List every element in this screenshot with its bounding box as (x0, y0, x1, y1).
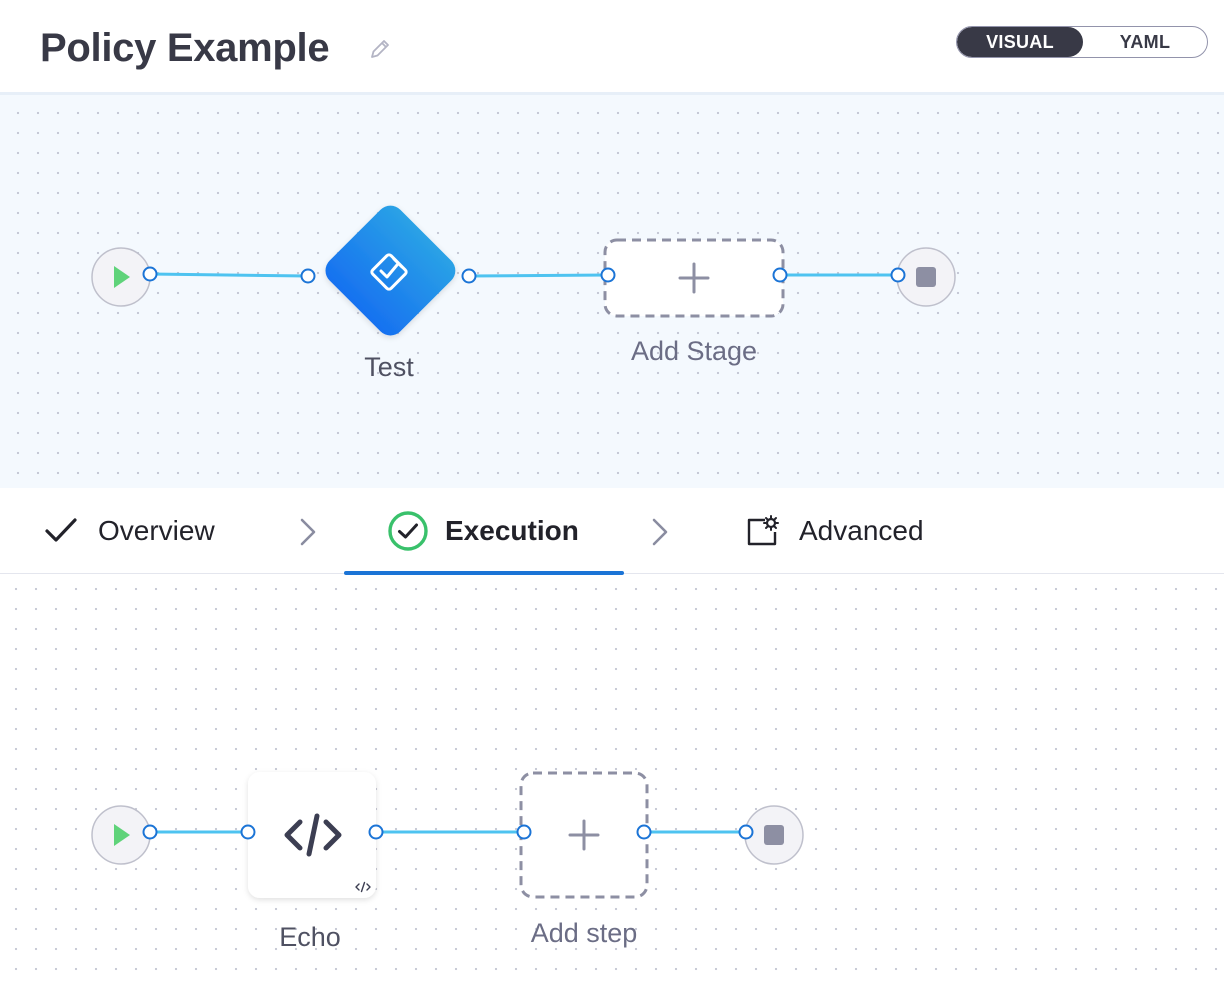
pipeline-canvas[interactable] (0, 92, 1224, 488)
check-icon (45, 518, 77, 542)
echo-step-label: Echo (279, 922, 341, 952)
tab-advanced[interactable]: Advanced (745, 488, 924, 574)
add-stage-label: Add Stage (630, 336, 758, 366)
advanced-settings-icon (747, 515, 779, 546)
yaml-toggle-option[interactable]: YAML (1119, 31, 1171, 52)
visual-toggle-option[interactable]: VISUAL (957, 27, 1083, 57)
view-mode-toggle[interactable]: VISUAL YAML (956, 26, 1208, 58)
page-header: Policy Example VISUAL YAML (0, 0, 1224, 92)
stage-tabs (0, 488, 1224, 574)
tab-advanced-label: Advanced (799, 515, 924, 546)
chevron-right-icon (652, 518, 668, 546)
tab-execution[interactable]: Execution (387, 488, 579, 574)
chevron-right-icon (300, 518, 316, 546)
add-step-label: Add step (530, 918, 638, 948)
test-stage-label: Test (364, 352, 414, 382)
page-title: Policy Example (40, 26, 330, 70)
active-tab-indicator (344, 571, 624, 575)
tab-overview[interactable]: Overview (44, 488, 215, 574)
tab-execution-label: Execution (445, 515, 579, 546)
tab-overview-label: Overview (98, 515, 215, 546)
pencil-edit-icon[interactable] (367, 36, 393, 62)
check-circle-icon (388, 511, 428, 551)
